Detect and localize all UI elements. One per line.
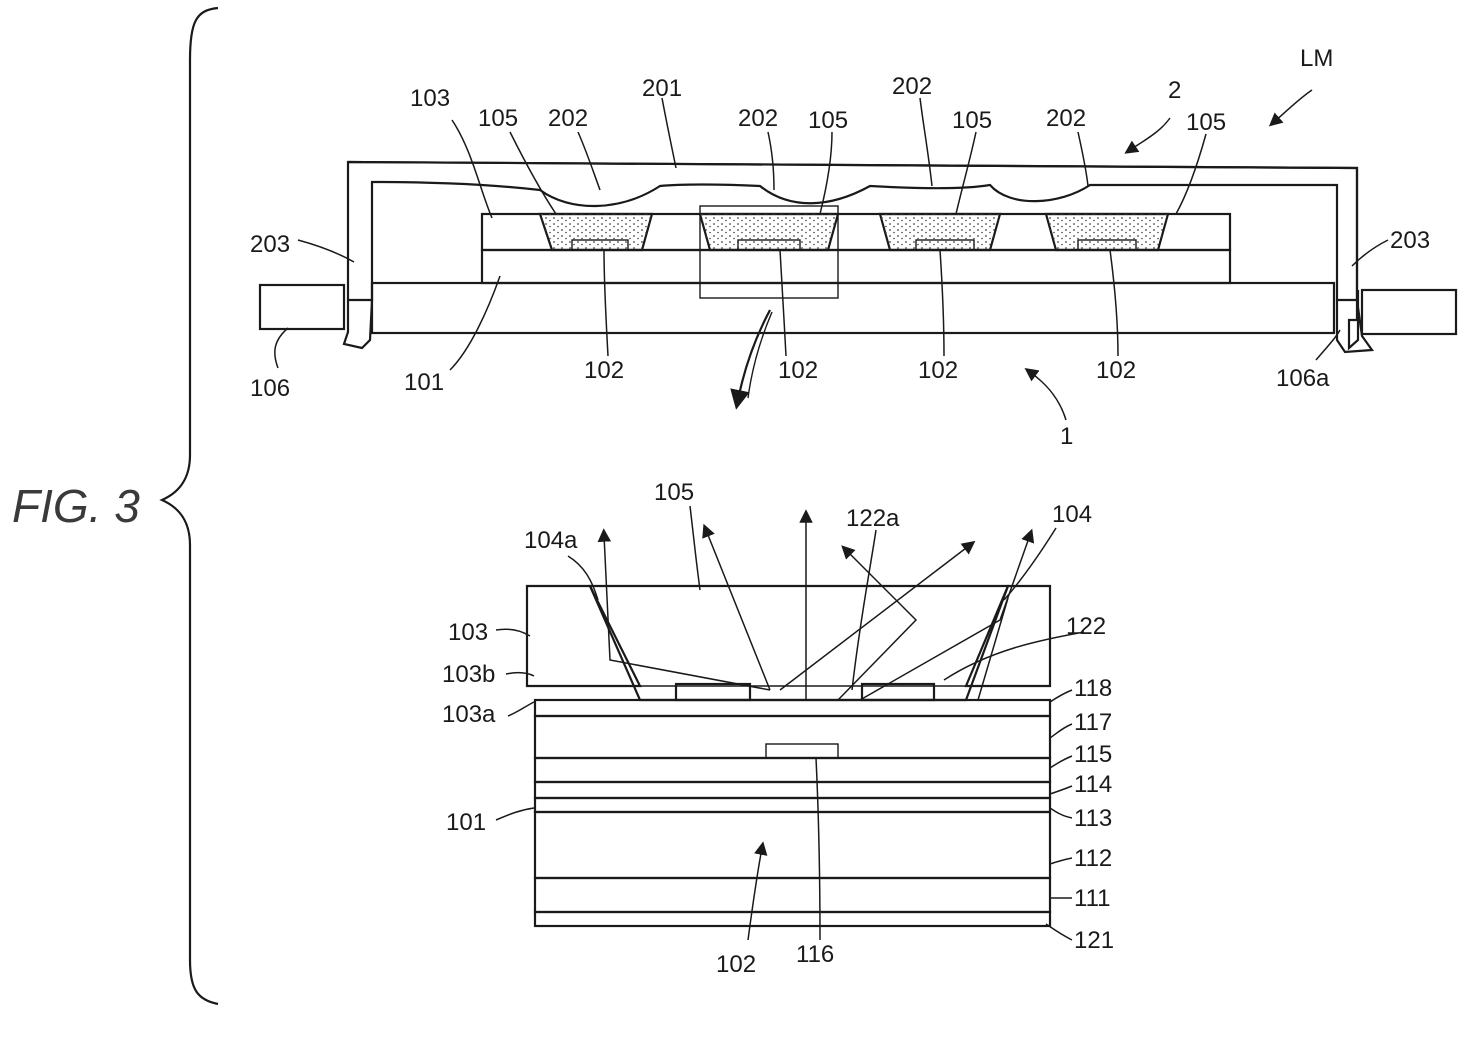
layer-118 [533, 698, 1052, 718]
label-1: 1 [1060, 423, 1073, 450]
ray-6 [859, 528, 1035, 701]
label-102-b: 102 [778, 357, 818, 384]
label-103-lower: 103 [448, 619, 488, 646]
label-122a: 122a [846, 505, 900, 532]
base-plate-right [1360, 288, 1458, 336]
label-105-b: 105 [808, 107, 848, 134]
electrode-3 [915, 239, 975, 251]
label-202-d: 202 [1046, 105, 1086, 132]
label-113: 113 [1074, 805, 1112, 832]
label-116: 116 [796, 941, 834, 968]
label-102-c: 102 [918, 357, 958, 384]
ray-2 [702, 523, 771, 691]
electrode-2 [737, 239, 801, 251]
substrate-layer [480, 248, 1232, 285]
cover-leg-right [1335, 299, 1375, 354]
bank-103-right [964, 584, 1052, 688]
label-102-d: 102 [1096, 357, 1136, 384]
label-104: 104 [1052, 501, 1092, 528]
label-202-c: 202 [892, 73, 932, 100]
layer-112 [533, 810, 1052, 880]
label-105-d: 105 [1186, 109, 1226, 136]
layer-115 [533, 756, 1052, 784]
base-plate-left [258, 283, 346, 331]
cover-body [346, 160, 1359, 302]
ray-5 [837, 545, 918, 701]
label-lm: LM [1300, 45, 1333, 72]
label-103a: 103a [442, 701, 496, 728]
label-101: 101 [404, 369, 444, 396]
detail-arrow [730, 309, 771, 410]
label-105-c: 105 [952, 107, 992, 134]
label-104a: 104a [524, 527, 578, 554]
ray-4 [779, 540, 976, 691]
ray-1 [597, 528, 771, 691]
lower-detail: 105 104a 122a 104 103 103b 103a 122 118 … [442, 479, 1114, 978]
arrow-102 [747, 841, 768, 941]
label-121: 121 [1074, 927, 1114, 954]
electrode-122-right [860, 682, 936, 702]
layer-113 [533, 796, 1052, 814]
label-102-lower: 102 [716, 951, 756, 978]
label-101-lower: 101 [446, 809, 486, 836]
electrode-122-left [674, 682, 752, 702]
label-112: 112 [1074, 845, 1112, 872]
label-202-a: 202 [548, 105, 588, 132]
layer-121 [533, 910, 1052, 928]
cover-outer [347, 160, 1360, 351]
label-103b: 103b [442, 661, 495, 688]
upper-assembly: LM 2 201 202 202 202 202 103 105 105 105… [250, 45, 1458, 450]
bank-layer [480, 212, 1232, 252]
electrode-4 [1077, 239, 1137, 251]
label-117: 117 [1074, 709, 1112, 736]
cover-leg-left [342, 299, 374, 350]
label-202-b: 202 [738, 105, 778, 132]
label-201: 201 [642, 75, 682, 102]
label-114: 114 [1074, 771, 1112, 798]
label-105: 105 [654, 479, 694, 506]
label-106a: 106a [1276, 365, 1330, 392]
label-111: 111 [1074, 885, 1110, 912]
detail-callout-box [699, 205, 839, 299]
label-2: 2 [1168, 77, 1181, 104]
figure-brace [159, 6, 219, 1006]
substrate-base [370, 281, 1336, 335]
layer-111 [533, 876, 1052, 914]
label-103: 103 [410, 85, 450, 112]
figure-label: FIG. 3 [12, 480, 140, 532]
lm-arrow [1268, 89, 1313, 127]
label-106: 106 [250, 375, 290, 402]
label-102-a: 102 [584, 357, 624, 384]
label-105-a: 105 [478, 105, 518, 132]
arrow-1 [1024, 368, 1067, 421]
label-118: 118 [1074, 675, 1112, 702]
arrow-2 [1124, 117, 1171, 154]
electrode-1 [571, 239, 629, 251]
layer-114 [533, 780, 1052, 800]
bank-103-left [525, 584, 642, 688]
label-122: 122 [1066, 613, 1106, 640]
element-116 [765, 743, 839, 759]
ray-7 [977, 597, 1009, 701]
label-203-right: 203 [1390, 227, 1430, 254]
label-203-left: 203 [250, 231, 290, 258]
label-115: 115 [1074, 741, 1112, 768]
phosphor-105 [588, 584, 1010, 702]
layer-117 [533, 714, 1052, 760]
